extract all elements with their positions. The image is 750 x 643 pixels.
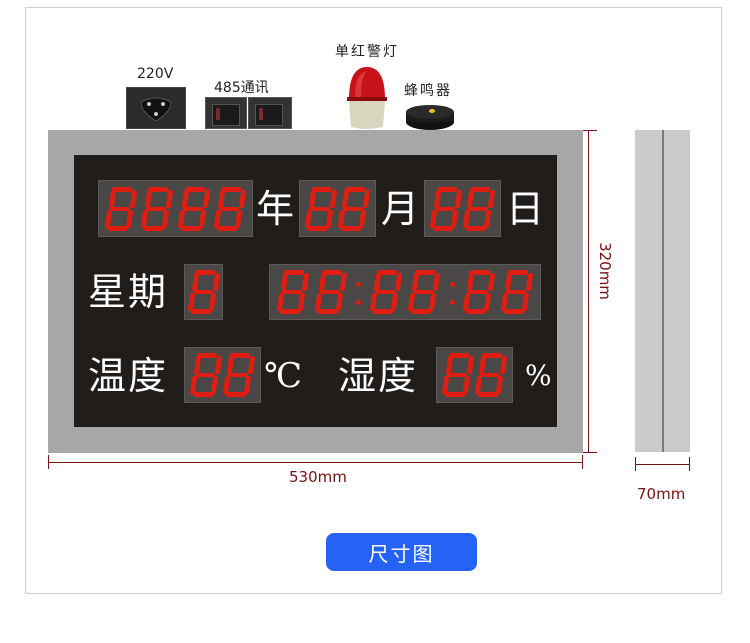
buzzer-label: 蜂鸣器 <box>404 83 452 99</box>
depth-dimension-label: 70mm <box>637 485 686 503</box>
rj45-port-icon <box>248 97 292 129</box>
height-dimension-line <box>588 130 589 453</box>
alarm-light-icon <box>345 63 389 131</box>
dimension-tick <box>583 452 597 453</box>
height-dimension-label: 320mm <box>596 242 614 300</box>
dimension-drawing-button[interactable]: 尺寸图 <box>326 533 477 571</box>
rj45-port-icon <box>205 97 247 129</box>
day-unit: 日 <box>506 187 545 231</box>
weekday-label: 星期 <box>88 270 169 314</box>
year-unit: 年 <box>256 187 295 231</box>
dimension-tick <box>48 455 49 469</box>
alarm-light-label: 单红警灯 <box>335 44 399 60</box>
day-digits <box>424 180 501 237</box>
time-digits <box>269 264 541 320</box>
power-label: 220V <box>137 66 174 82</box>
power-socket-icon <box>126 87 186 129</box>
depth-dimension-line <box>635 464 690 465</box>
temperature-digits <box>184 347 261 403</box>
month-unit: 月 <box>381 187 420 231</box>
dimension-tick <box>689 457 690 471</box>
dimension-tick <box>635 457 636 471</box>
width-dimension-label: 530mm <box>289 468 347 486</box>
comm-label: 485通讯 <box>214 80 269 96</box>
width-dimension-line <box>48 462 583 463</box>
humidity-digits <box>436 347 513 403</box>
dimension-tick <box>583 130 597 131</box>
content-frame <box>25 7 722 594</box>
temperature-unit: ℃ <box>264 356 303 396</box>
side-view-divider <box>662 130 664 452</box>
weekday-digit <box>184 264 223 320</box>
temperature-label: 温度 <box>88 354 169 398</box>
month-digits <box>299 180 376 237</box>
buzzer-icon <box>404 103 456 131</box>
dimension-tick <box>582 455 583 469</box>
humidity-unit: % <box>525 359 552 392</box>
year-digits <box>98 180 253 237</box>
humidity-label: 湿度 <box>338 354 419 398</box>
